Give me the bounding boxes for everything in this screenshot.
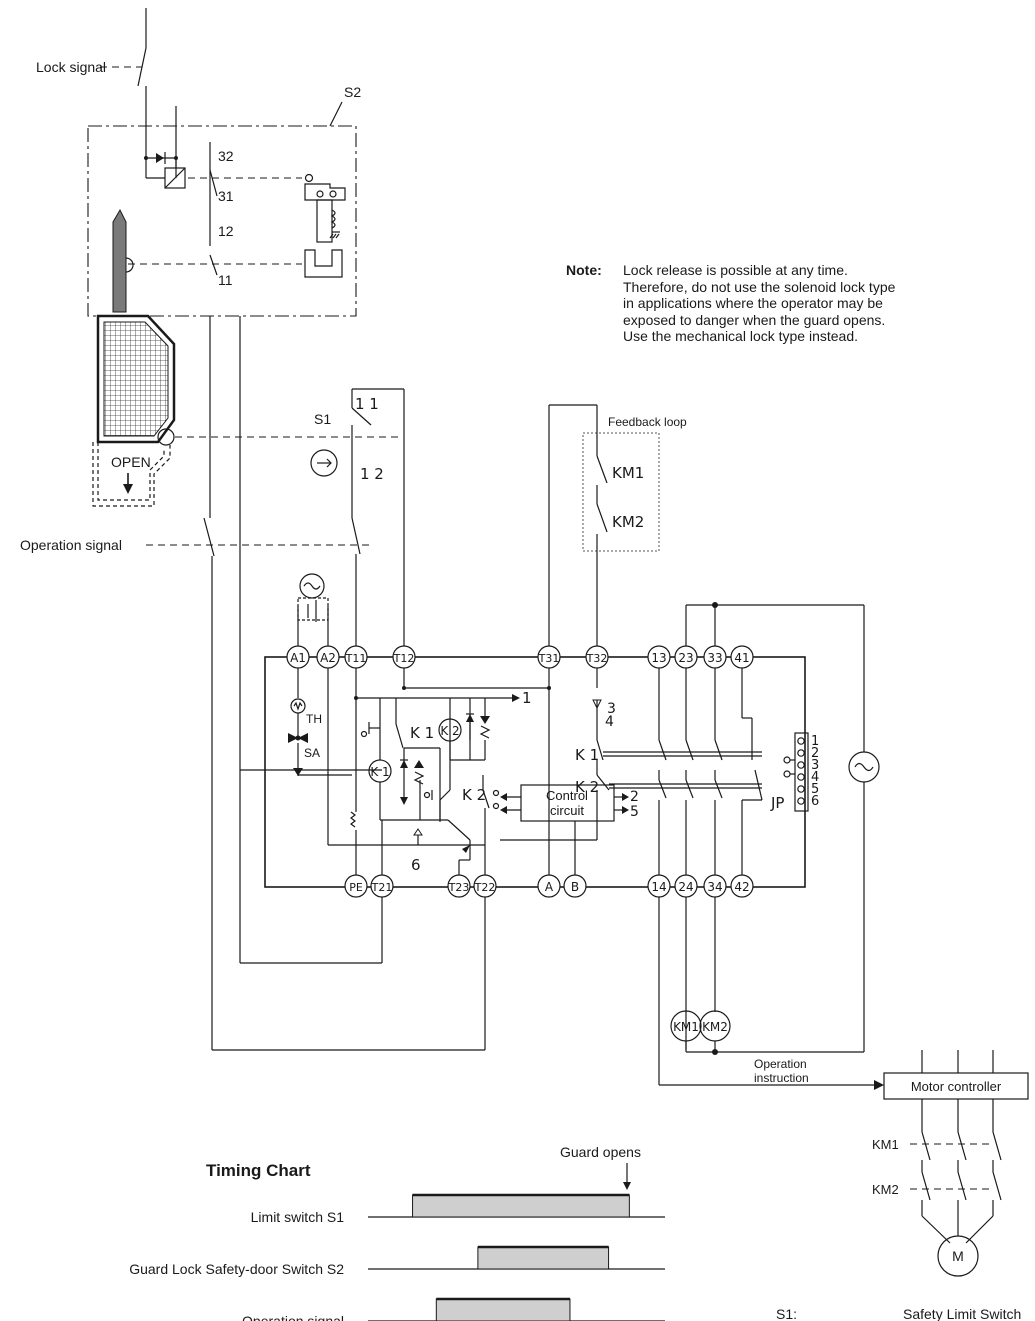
- th-label: TH: [306, 712, 322, 726]
- s1-legend-value: Safety Limit Switch: [903, 1306, 1021, 1321]
- terminal-t23: T23: [448, 881, 470, 894]
- timing-bars: [368, 1193, 665, 1321]
- terminal-a: A: [545, 880, 554, 894]
- mark-6: 6: [411, 856, 421, 874]
- note-line: Therefore, do not use the solenoid lock …: [623, 278, 896, 295]
- terminal-t11: T11: [345, 652, 367, 665]
- guard-opens-label: Guard opens: [560, 1144, 641, 1160]
- timing-chart-title: Timing Chart: [206, 1161, 311, 1180]
- terminal-t32: T32: [586, 652, 608, 665]
- jp-3: 3: [811, 758, 819, 773]
- timing-chart: Timing Chart Guard opens Limit switch S1…: [129, 1144, 665, 1321]
- s2-contact-11: 11: [218, 272, 233, 288]
- feedback-km1: KM1: [612, 464, 644, 482]
- sa-label: SA: [304, 746, 320, 760]
- timing-row-label: Limit switch S1: [251, 1209, 345, 1225]
- terminal-t31: T31: [538, 652, 560, 665]
- output-circuit: KM1 KM2 Operation instruction: [658, 602, 884, 1090]
- feedback-loop: Feedback loop KM1 KM2: [548, 404, 687, 655]
- timing-bar: [435, 1298, 571, 1321]
- note-line: Use the mechanical lock type instead.: [623, 328, 859, 345]
- top-terminals: A1 A2 T11 T12 T31 T32 13 23 33 41: [286, 645, 754, 669]
- operation-instruction-line2: instruction: [754, 1071, 809, 1085]
- motor-label: M: [952, 1248, 964, 1264]
- k1-coil: K 1: [370, 765, 389, 779]
- k1-contacts-label: K 1: [575, 746, 599, 764]
- s1-label: S1: [314, 411, 331, 427]
- feedback-km2: KM2: [612, 513, 644, 531]
- mark-2: 2: [630, 789, 639, 805]
- motor-controller-label: Motor controller: [911, 1079, 1002, 1094]
- feedback-loop-label: Feedback loop: [608, 415, 687, 429]
- terminal-23: 23: [678, 651, 693, 665]
- jp-5: 5: [811, 782, 819, 797]
- km2-contact-label: KM2: [872, 1182, 899, 1197]
- timing-bar: [477, 1246, 610, 1270]
- jp-2: 2: [811, 746, 819, 761]
- terminal-pe: PE: [349, 881, 363, 894]
- mark-3: 3: [607, 701, 616, 717]
- terminal-t12: T12: [393, 652, 415, 665]
- terminal-a1: A1: [290, 651, 306, 665]
- terminal-41: 41: [734, 651, 749, 665]
- terminal-33: 33: [707, 651, 722, 665]
- note-line: Lock release is possible at any time.: [623, 262, 848, 278]
- power-supply: [297, 573, 329, 655]
- s2-contact-32: 32: [218, 148, 234, 164]
- s2-guard-lock-switch: S2 32 31 12 11: [87, 84, 361, 317]
- lock-signal-section: Lock signal: [36, 8, 177, 158]
- s1-contact-11: 1 1: [355, 395, 379, 413]
- control-circuit-line1: Control: [546, 788, 588, 803]
- operation-signal-label: Operation signal: [20, 537, 122, 553]
- s1-contact-12: 1 2: [360, 465, 384, 483]
- terminal-34: 34: [707, 880, 722, 894]
- terminal-t21: T21: [371, 881, 393, 894]
- jp-label: JP: [770, 794, 784, 812]
- jp-1: 1: [811, 734, 819, 749]
- km1-contact-label: KM1: [872, 1137, 899, 1152]
- s2-contact-31: 31: [218, 188, 234, 204]
- s2-label: S2: [344, 84, 361, 100]
- mark-5: 5: [630, 804, 639, 820]
- k2-contacts-label: K 2: [575, 778, 599, 796]
- terminal-t22: T22: [474, 881, 496, 894]
- k2-label: K 2: [462, 786, 486, 804]
- terminal-24: 24: [678, 880, 693, 894]
- safety-relay-unit: A1 A2 T11 T12 T31 T32 13 23 33 41 PE T21…: [264, 645, 819, 898]
- note-line: exposed to danger when the guard opens.: [623, 311, 886, 328]
- terminal-b: B: [571, 880, 579, 894]
- timing-row-label: Operation signal: [242, 1313, 344, 1321]
- timing-row-label: Guard Lock Safety-door Switch S2: [129, 1261, 344, 1277]
- mark-1: 1: [522, 689, 532, 707]
- terminal-14: 14: [651, 880, 666, 894]
- mark-4: 4: [605, 714, 614, 730]
- lock-signal-label: Lock signal: [36, 59, 106, 75]
- k2-coil: K 2: [440, 724, 459, 738]
- note-line: in applications where the operator may b…: [623, 295, 883, 312]
- open-label: OPEN: [111, 454, 151, 470]
- jp-6: 6: [811, 794, 819, 809]
- terminal-13: 13: [651, 651, 666, 665]
- coil-km2: KM2: [702, 1020, 728, 1034]
- motor-section: Motor controller KM1 KM2 M: [872, 1050, 1029, 1277]
- note-label: Note:: [566, 262, 602, 278]
- control-circuit-line2: circuit: [550, 803, 584, 818]
- bottom-terminals: PE T21 T23 T22 A B 14 24 34 42: [344, 874, 754, 898]
- s1-limit-switch: S1 1 1 1 2: [310, 388, 405, 655]
- timing-bar: [412, 1194, 630, 1218]
- note-text: Note: Lock release is possible at any ti…: [566, 262, 966, 344]
- operation-signal-line: Operation signal: [20, 316, 370, 770]
- s2-contact-12: 12: [218, 223, 234, 239]
- s1-legend-label: S1:: [776, 1306, 797, 1321]
- k1-label: K 1: [410, 724, 434, 742]
- note-body: Lock release is possible at any time. Th…: [623, 262, 963, 345]
- coil-km1: KM1: [673, 1020, 699, 1034]
- terminal-42: 42: [734, 880, 749, 894]
- operation-instruction-line1: Operation: [754, 1057, 807, 1071]
- guard-door: OPEN: [92, 314, 398, 507]
- jp-4: 4: [811, 770, 819, 785]
- terminal-a2: A2: [320, 651, 336, 665]
